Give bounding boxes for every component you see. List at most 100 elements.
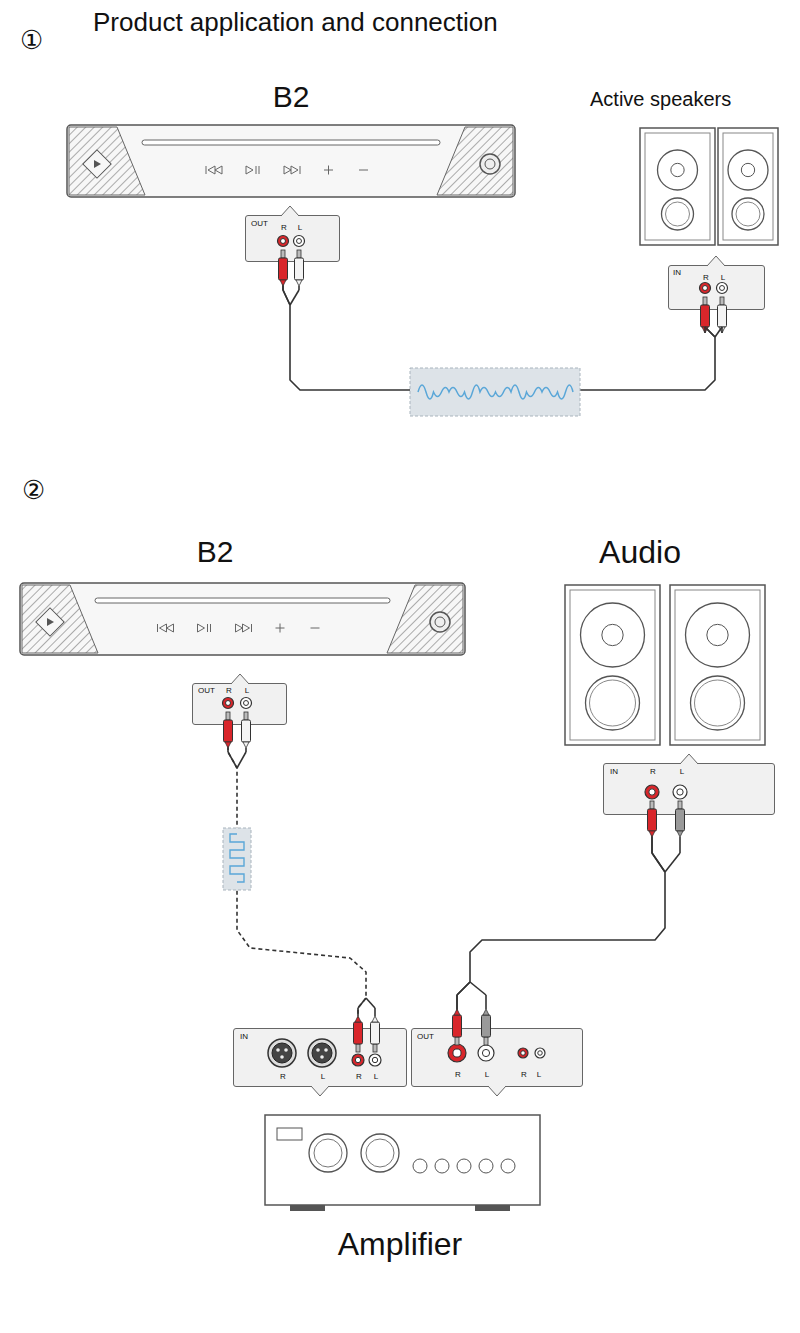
y-split-wire	[715, 327, 722, 337]
plug-body	[371, 1022, 380, 1044]
y-split-wire	[290, 290, 299, 305]
prev-icon	[206, 166, 222, 174]
disc-slot	[95, 598, 390, 603]
panel-pointer	[707, 256, 725, 266]
port-label: L	[721, 274, 725, 283]
y-split-wire	[237, 752, 246, 768]
xlr-pin	[280, 1055, 284, 1059]
foot	[290, 1205, 325, 1211]
plug-boot	[677, 831, 683, 837]
plug-tip	[244, 712, 248, 720]
rca-jack-pin	[244, 701, 249, 706]
plug-body	[648, 809, 657, 831]
speaker-inner	[570, 590, 655, 740]
signal-box	[223, 828, 251, 890]
knob	[366, 1139, 394, 1167]
rca-jack-pin	[703, 286, 708, 291]
plug-wire	[357, 1008, 359, 1016]
plug-body	[701, 305, 710, 327]
speaker-driver	[691, 676, 745, 730]
rca-jack-pin	[281, 239, 286, 244]
y-split-wire	[358, 998, 366, 1008]
rca-jack	[278, 236, 289, 247]
panel-pointer	[488, 1086, 506, 1096]
port-label: R	[455, 1071, 461, 1080]
speaker-driver	[707, 624, 728, 645]
amplifier-body	[265, 1115, 540, 1211]
speaker-cabinet	[718, 128, 778, 245]
xlr-pin	[316, 1048, 320, 1052]
speaker-inner	[645, 133, 710, 240]
button	[413, 1159, 427, 1173]
plug-boot	[296, 280, 302, 286]
device-hatch	[387, 585, 463, 653]
plug-wire	[245, 748, 247, 752]
signal-wave	[418, 385, 573, 399]
rca-jack-pin	[482, 1049, 489, 1056]
port-label: R	[356, 1073, 362, 1082]
device-box: B2	[67, 125, 515, 197]
speaker-cabinet	[670, 585, 765, 745]
callout-number: ①	[20, 26, 43, 55]
next-icon	[236, 624, 252, 632]
rca-jack-pin	[453, 1049, 461, 1057]
device-box: Active speakers	[640, 128, 778, 245]
plug-wire	[485, 995, 487, 1009]
device-label: Active speakers	[590, 88, 731, 110]
diagram-title: Product application and connection	[93, 8, 498, 37]
rca-jack	[369, 1054, 381, 1066]
port-label: L	[245, 687, 249, 696]
rca-jack-pin	[521, 1051, 526, 1056]
rca-plug	[676, 801, 685, 853]
port-label: IN	[240, 1033, 248, 1042]
port-label: L	[321, 1073, 325, 1082]
jack-panel: INRL	[603, 763, 775, 815]
button	[435, 1159, 449, 1173]
plug-wire	[456, 995, 458, 1009]
speaker-driver	[658, 150, 698, 190]
button	[479, 1159, 493, 1173]
port-label: R	[226, 687, 232, 696]
xlr-pin	[284, 1048, 288, 1052]
xlr-jack	[308, 1039, 336, 1067]
rca-jack	[700, 283, 711, 294]
power-button	[83, 150, 111, 178]
volume-knob	[485, 159, 495, 169]
plug-body	[354, 1022, 363, 1044]
play-icon	[47, 618, 54, 626]
rca-jack	[518, 1048, 528, 1058]
speaker-driver	[590, 680, 636, 726]
port-label: L	[374, 1073, 378, 1082]
plug-boot	[454, 1009, 460, 1015]
plug-body	[242, 720, 251, 742]
rca-jack-pin	[720, 286, 725, 291]
foot	[475, 1205, 510, 1211]
y-split-wire	[470, 982, 486, 995]
device-box: Audio	[565, 585, 765, 745]
plug-wire	[227, 748, 229, 752]
plug-wire	[374, 1008, 376, 1016]
plug-tip	[484, 1037, 488, 1045]
play-pause-icon	[198, 624, 211, 632]
y-split-wire	[652, 853, 665, 872]
plug-tip	[373, 1044, 377, 1052]
rca-jack-pin	[226, 701, 231, 706]
volume-knob	[430, 612, 450, 632]
speaker-box	[640, 128, 715, 245]
volume-knob	[480, 154, 500, 174]
rca-jack	[294, 236, 305, 247]
plug-boot	[372, 1016, 378, 1022]
panel-pointer	[281, 206, 299, 216]
plug-tip	[226, 712, 230, 720]
y-split-wire	[228, 752, 237, 768]
speaker-driver	[728, 150, 768, 190]
speaker-driver	[686, 603, 750, 667]
plug-tip	[720, 297, 724, 305]
audio-cable	[457, 815, 665, 1028]
plug-body	[279, 258, 288, 280]
plus-icon	[276, 624, 285, 633]
plus-icon	[324, 166, 333, 175]
